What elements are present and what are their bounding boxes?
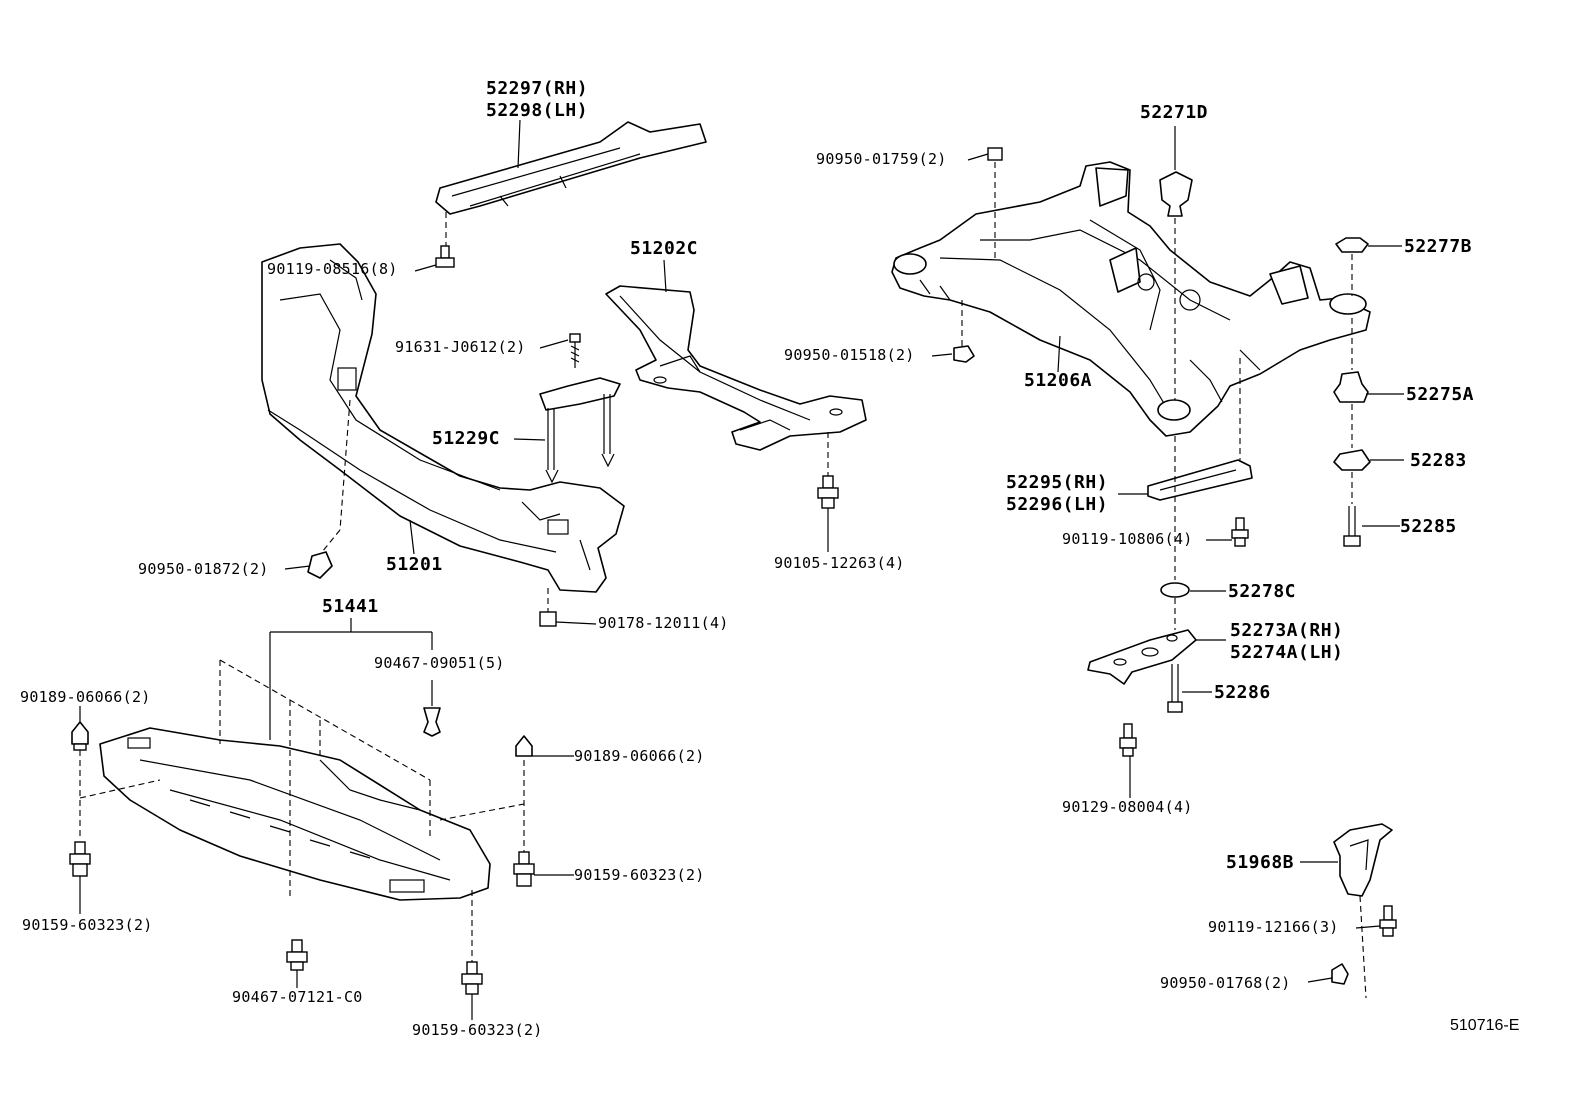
label-51229c: 51229C [432,428,501,449]
bushing-52271d [1159,171,1193,400]
label-90467-07121-c0: 90467-07121-C0 [232,988,363,1006]
label-90189-06066-right: 90189-06066(2) [574,747,705,765]
label-52275a: 52275A [1406,384,1475,405]
bracket-52273a-part [1087,629,1197,685]
label-90105-12263: 90105-12263(4) [774,554,905,572]
nut-90950-01872 [307,551,333,579]
label-90178-12011: 90178-12011(4) [598,614,729,632]
bolt-90129-08004 [1119,723,1137,757]
bushing-52275a [1333,318,1369,448]
label-90119-12166: 90119-12166(3) [1208,918,1339,936]
bolt-52286 [1167,664,1183,713]
label-52295: 52295(RH) [1006,472,1109,493]
bolt-90159-60323-right [513,851,535,887]
label-90119-08516: 90119-08516(8) [267,260,398,278]
label-90129-08004: 90129-08004(4) [1062,798,1193,816]
label-52273a: 52273A(RH) [1230,620,1344,641]
label-52286: 52286 [1214,682,1271,703]
label-90159-60323-left: 90159-60323(2) [22,916,153,934]
bolt-91631-j0612 [569,333,581,368]
label-90189-06066-left: 90189-06066(2) [20,688,151,706]
under-cover-51441-part [99,727,491,901]
nut-90950-01768 [1331,963,1349,985]
bolt-90159-60323-left [69,841,91,877]
bracket-51968b-part [1333,823,1393,897]
bolt-90119-08516 [435,212,455,268]
label-90159-60323-right: 90159-60323(2) [574,866,705,884]
label-51441: 51441 [322,596,379,617]
bar-52295-part [1147,459,1253,501]
label-52298: 52298(LH) [486,100,589,121]
nut-90189-06066-left [71,721,89,840]
label-91631-j0612: 91631-J0612(2) [395,338,526,356]
label-51201: 51201 [386,554,443,575]
subframe-51206a-part [891,161,1371,437]
bolt-90119-10806 [1231,517,1249,547]
bolt-52285 [1343,506,1361,547]
label-51206a: 51206A [1024,370,1093,391]
label-90950-01872: 90950-01872(2) [138,560,269,578]
washer-52278c [1160,436,1190,630]
crossmember-51201-part [261,243,625,593]
label-52278c: 52278C [1228,581,1297,602]
label-90159-60323-bottom: 90159-60323(2) [412,1021,543,1039]
member-51202c-part [605,285,867,451]
bolt-90105-12263 [817,432,839,552]
nut-90950-01518 [953,300,975,363]
label-51968b: 51968B [1226,852,1295,873]
clip-90467-09051 [423,707,441,737]
label-90950-01768: 90950-01768(2) [1160,974,1291,992]
label-90467-09051: 90467-09051(5) [374,654,505,672]
bolt-90159-60323-bottom [461,890,483,995]
brace-52297-part [435,121,707,215]
bracket-51229c-part [539,377,621,484]
label-52297: 52297(RH) [486,78,589,99]
label-52296: 52296(LH) [1006,494,1109,515]
label-52271d: 52271D [1140,102,1209,123]
diagram-code: 510716-E [1450,1017,1520,1034]
washer-52277b [1335,237,1369,296]
label-52274a: 52274A(LH) [1230,642,1344,663]
label-90119-10806: 90119-10806(4) [1062,530,1193,548]
label-51202c: 51202C [630,238,699,259]
bolt-90119-12166 [1379,905,1397,937]
bushing-52283 [1333,449,1371,504]
label-90950-01518: 90950-01518(2) [784,346,915,364]
label-52285: 52285 [1400,516,1457,537]
label-90950-01759: 90950-01759(2) [816,150,947,168]
nut-90178-12011 [539,588,557,627]
label-52277b: 52277B [1404,236,1473,257]
label-52283: 52283 [1410,450,1467,471]
bolt-90467-07121 [286,939,308,971]
nut-90189-06066-right [515,735,533,852]
